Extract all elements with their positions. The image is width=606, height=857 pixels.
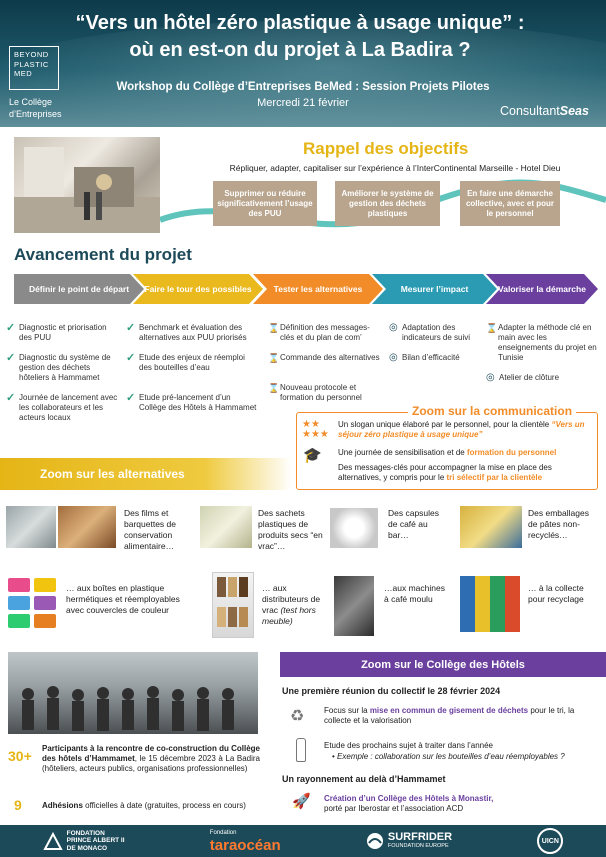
college-heading-2: Un rayonnement au delà d’Hammamet <box>282 774 446 784</box>
lobby-illustration <box>14 147 160 233</box>
rocket-icon: 🚀 <box>292 793 311 810</box>
check-icon: ✓ <box>6 352 16 364</box>
rappel-title: Rappel des objectifs <box>303 139 469 158</box>
stat-1-text: Participants à la rencontre de co-constr… <box>42 744 261 773</box>
hourglass-icon: ⌛ <box>486 323 498 333</box>
task-5-1: ⌛Adapter la méthode clé en main avec les… <box>486 323 597 362</box>
stars-icon: ★★★★★ <box>302 419 329 440</box>
tara-ocean-logo: Fondation taraocéan <box>209 830 281 854</box>
step-2: Faire le tour des possibles <box>133 274 263 304</box>
college-label: Le Collège d’Entreprises <box>9 97 62 119</box>
beyond-plastic-med-logo: BEYOND PLASTIC MED <box>9 46 59 90</box>
rappel-text: Répliquer, adapter, capitaliser sur l’ex… <box>229 163 561 173</box>
task-4-1: ◎Adaptation des indicateurs de suivi <box>389 322 471 343</box>
header-wave <box>0 20 606 127</box>
alternatives-band: Zoom sur les alternatives <box>0 458 292 490</box>
task-3-1: ⌛Définition des messages-clés et du plan… <box>268 323 370 342</box>
recycling-bins-photo <box>460 576 520 632</box>
check-icon: ✓ <box>126 322 136 334</box>
stat-2-number: 9 <box>14 797 22 813</box>
water-bottle-icon <box>296 738 306 762</box>
step-1: Définir le point de départ <box>14 274 144 304</box>
target-icon: ◎ <box>389 352 398 363</box>
objective-box-3: En faire une démarche collective, avec e… <box>460 181 560 226</box>
recycle-icon: ♻ <box>290 708 305 725</box>
alt-3-after: …aux machines à café moulu <box>384 583 445 604</box>
college-p3: Création d’un Collège des Hôtels à Monas… <box>324 794 494 813</box>
stat-1-number: 30+ <box>8 748 32 764</box>
header-banner <box>0 0 606 127</box>
step-4: Mesurer l’impact <box>372 274 497 304</box>
dry-goods-bags-photo <box>200 506 252 548</box>
consultantseas-logo: ConsultantSeas <box>500 104 589 118</box>
hourglass-icon: ⌛ <box>268 353 280 363</box>
communication-title: Zoom sur la communication <box>408 404 577 418</box>
alt-2-before: Des sachets plastiques de produits secs … <box>258 508 323 551</box>
page-title-line2: où en est-on du projet à La Badira ? <box>129 39 471 61</box>
bulk-dispenser-photo <box>212 572 254 638</box>
cling-film-photo <box>6 506 56 548</box>
step-3: Tester les alternatives <box>253 274 383 304</box>
alt-4-after: … à la collecte pour recyclage <box>528 583 584 604</box>
task-5-2: ◎Atelier de clôture <box>486 372 560 383</box>
workshop-subtitle: Workshop du Collège d’Entreprises BeMed … <box>116 81 490 93</box>
hourglass-icon: ⌛ <box>268 383 280 393</box>
task-4-2: ◎Bilan d’efficacité <box>389 352 460 363</box>
task-2-2: ✓Etude des enjeux de réemploi des boutei… <box>126 352 245 373</box>
alt-3-before: Des capsules de café au bar… <box>388 508 440 540</box>
target-icon: ◎ <box>389 322 398 333</box>
check-icon: ✓ <box>126 392 136 404</box>
target-icon: ◎ <box>486 372 495 383</box>
check-icon: ✓ <box>126 352 136 364</box>
college-p1: Focus sur la mise en commun de gisement … <box>324 706 575 725</box>
page-title-line1: “Vers un hôtel zéro plastique à usage un… <box>75 12 525 34</box>
comm-line-2: Une journée de sensibilisation et de for… <box>338 448 557 457</box>
check-icon: ✓ <box>6 392 16 404</box>
avancement-title: Avancement du projet <box>14 245 192 264</box>
coffee-capsules-photo <box>330 508 378 548</box>
alt-1-after: … aux boîtes en plastique hermétiques et… <box>66 583 180 615</box>
hotel-lobby-photo <box>14 137 160 233</box>
check-icon: ✓ <box>6 322 16 334</box>
alt-2-after: … aux distributeurs de vrac (test hors m… <box>262 583 321 626</box>
task-1-1: ✓Diagnostic et priorisation des PUU <box>6 322 107 343</box>
comm-line-3: Des messages-clés pour accompagner la mi… <box>338 463 552 482</box>
task-1-2: ✓Diagnostic du système de gestion des dé… <box>6 352 111 383</box>
pasta-packaging-photo <box>460 506 522 548</box>
coffee-machine-photo <box>334 576 374 636</box>
workshop-date: Mercredi 21 février <box>257 97 349 109</box>
task-3-2: ⌛Commande des alternatives <box>268 353 380 363</box>
step-5: Valoriser la démarche <box>486 274 598 304</box>
objective-box-1: Supprimer ou réduire significativement l… <box>213 181 317 226</box>
alt-1-before: Des films et barquettes de conservation … <box>124 508 176 551</box>
reusable-boxes-photo <box>6 574 60 634</box>
college-p2-bullet: • Exemple : collaboration sur les boutei… <box>332 752 565 761</box>
wave-icon <box>366 833 383 849</box>
task-1-3: ✓Journée de lancement avec les collabora… <box>6 392 118 423</box>
alt-4-before: Des emballages de pâtes non-recyclés… <box>528 508 589 540</box>
comm-line-1: Un slogan unique élaboré par le personne… <box>338 420 585 439</box>
group-photo <box>8 652 258 734</box>
task-2-1: ✓Benchmark et évaluation des alternative… <box>126 322 247 343</box>
graduation-cap-icon: 🎓 <box>303 447 322 464</box>
college-p2: Etude des prochains sujet à traiter dans… <box>324 741 493 750</box>
task-2-3: ✓Etude pré-lancement d’un Collège des Hô… <box>126 392 257 413</box>
food-tray-photo <box>58 506 116 548</box>
college-heading-1: Une première réunion du collectif le 28 … <box>282 686 501 696</box>
task-3-3: ⌛Nouveau protocole et formation du perso… <box>268 383 362 402</box>
stat-2-text: Adhésions officielles à date (gratuites,… <box>42 801 246 810</box>
triangle-icon <box>42 832 63 850</box>
college-hotels-band: Zoom sur le Collège des Hôtels <box>280 652 606 677</box>
uicn-logo: UICN <box>537 828 564 854</box>
hourglass-icon: ⌛ <box>268 323 280 333</box>
objective-box-2: Améliorer le système de gestion des déch… <box>335 181 440 226</box>
